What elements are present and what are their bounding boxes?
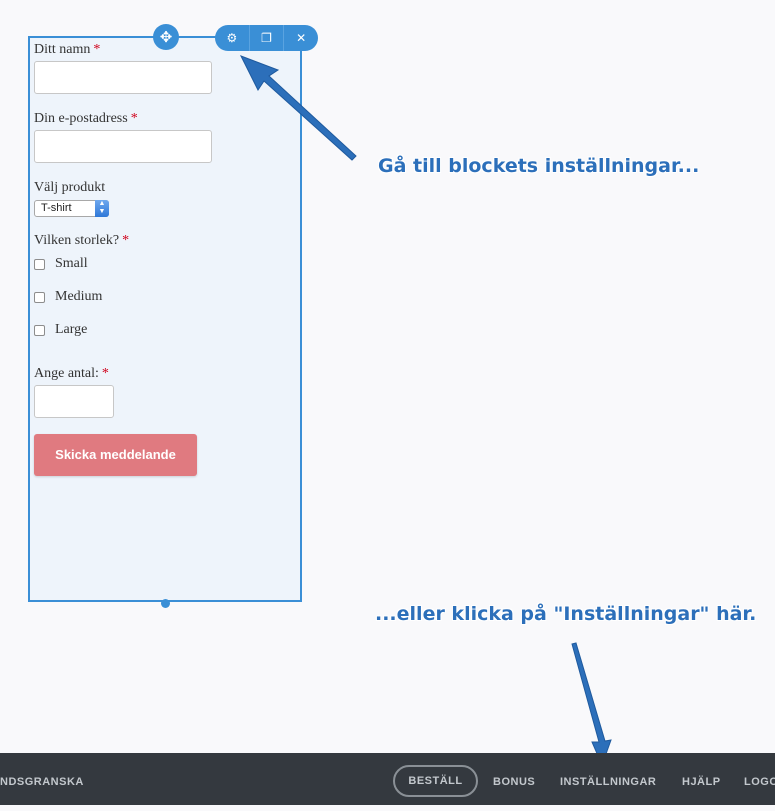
required-marker: *: [93, 42, 101, 57]
quantity-label: Ange antal:*: [34, 366, 109, 381]
size-option-large[interactable]: Large: [34, 322, 87, 338]
size-label: Vilken storlek?*: [34, 233, 130, 248]
checkbox[interactable]: [34, 291, 45, 303]
menu-hint-callout: ...eller klicka på "Inställningar" här.: [375, 603, 757, 625]
checkbox[interactable]: [34, 258, 45, 270]
nav-order-button[interactable]: BESTÄLL: [393, 765, 478, 797]
required-marker: *: [130, 111, 138, 126]
form-block[interactable]: Ditt namn* Din e-postadress* Välj produk…: [28, 36, 302, 602]
product-select[interactable]: T-shirt ▲▼: [34, 200, 109, 217]
move-icon[interactable]: ✥: [153, 24, 179, 50]
nav-help[interactable]: HJÄLP: [682, 776, 721, 788]
size-option-small[interactable]: Small: [34, 256, 88, 272]
checkbox[interactable]: [34, 324, 45, 336]
arrow-to-menu: [571, 642, 612, 767]
name-label: Ditt namn*: [34, 42, 101, 57]
size-option-label: Large: [55, 322, 88, 337]
email-label: Din e-postadress*: [34, 111, 138, 126]
resize-handle[interactable]: [161, 599, 170, 608]
size-option-label: Small: [55, 256, 88, 271]
quantity-input[interactable]: [34, 385, 114, 418]
settings-hint-callout: Gå till blockets inställningar...: [378, 155, 700, 177]
size-option-medium[interactable]: Medium: [34, 289, 102, 305]
duplicate-icon[interactable]: ❐: [250, 25, 285, 51]
bottom-nav-bar: NDSGRANSKA BESTÄLL BONUS INSTÄLLNINGAR H…: [0, 753, 775, 805]
submit-button[interactable]: Skicka meddelande: [34, 434, 197, 476]
nav-settings[interactable]: INSTÄLLNINGAR: [560, 776, 657, 788]
nav-preview[interactable]: NDSGRANSKA: [0, 776, 84, 788]
required-marker: *: [101, 366, 109, 381]
name-input[interactable]: [34, 61, 212, 94]
select-arrows-icon: ▲▼: [95, 200, 109, 217]
nav-logout[interactable]: LOGO: [744, 776, 775, 788]
product-label: Välj produkt: [34, 180, 106, 195]
email-input[interactable]: [34, 130, 212, 163]
size-option-label: Medium: [55, 289, 103, 304]
close-icon[interactable]: ✕: [296, 31, 307, 45]
product-select-value: T-shirt: [41, 202, 72, 214]
required-marker: *: [122, 233, 130, 248]
arrow-to-settings: [239, 55, 357, 161]
nav-bonus[interactable]: BONUS: [493, 776, 536, 788]
gear-icon[interactable]: ⚙: [215, 25, 250, 51]
block-toolbar: ⚙ ❐ ✕: [215, 25, 318, 51]
